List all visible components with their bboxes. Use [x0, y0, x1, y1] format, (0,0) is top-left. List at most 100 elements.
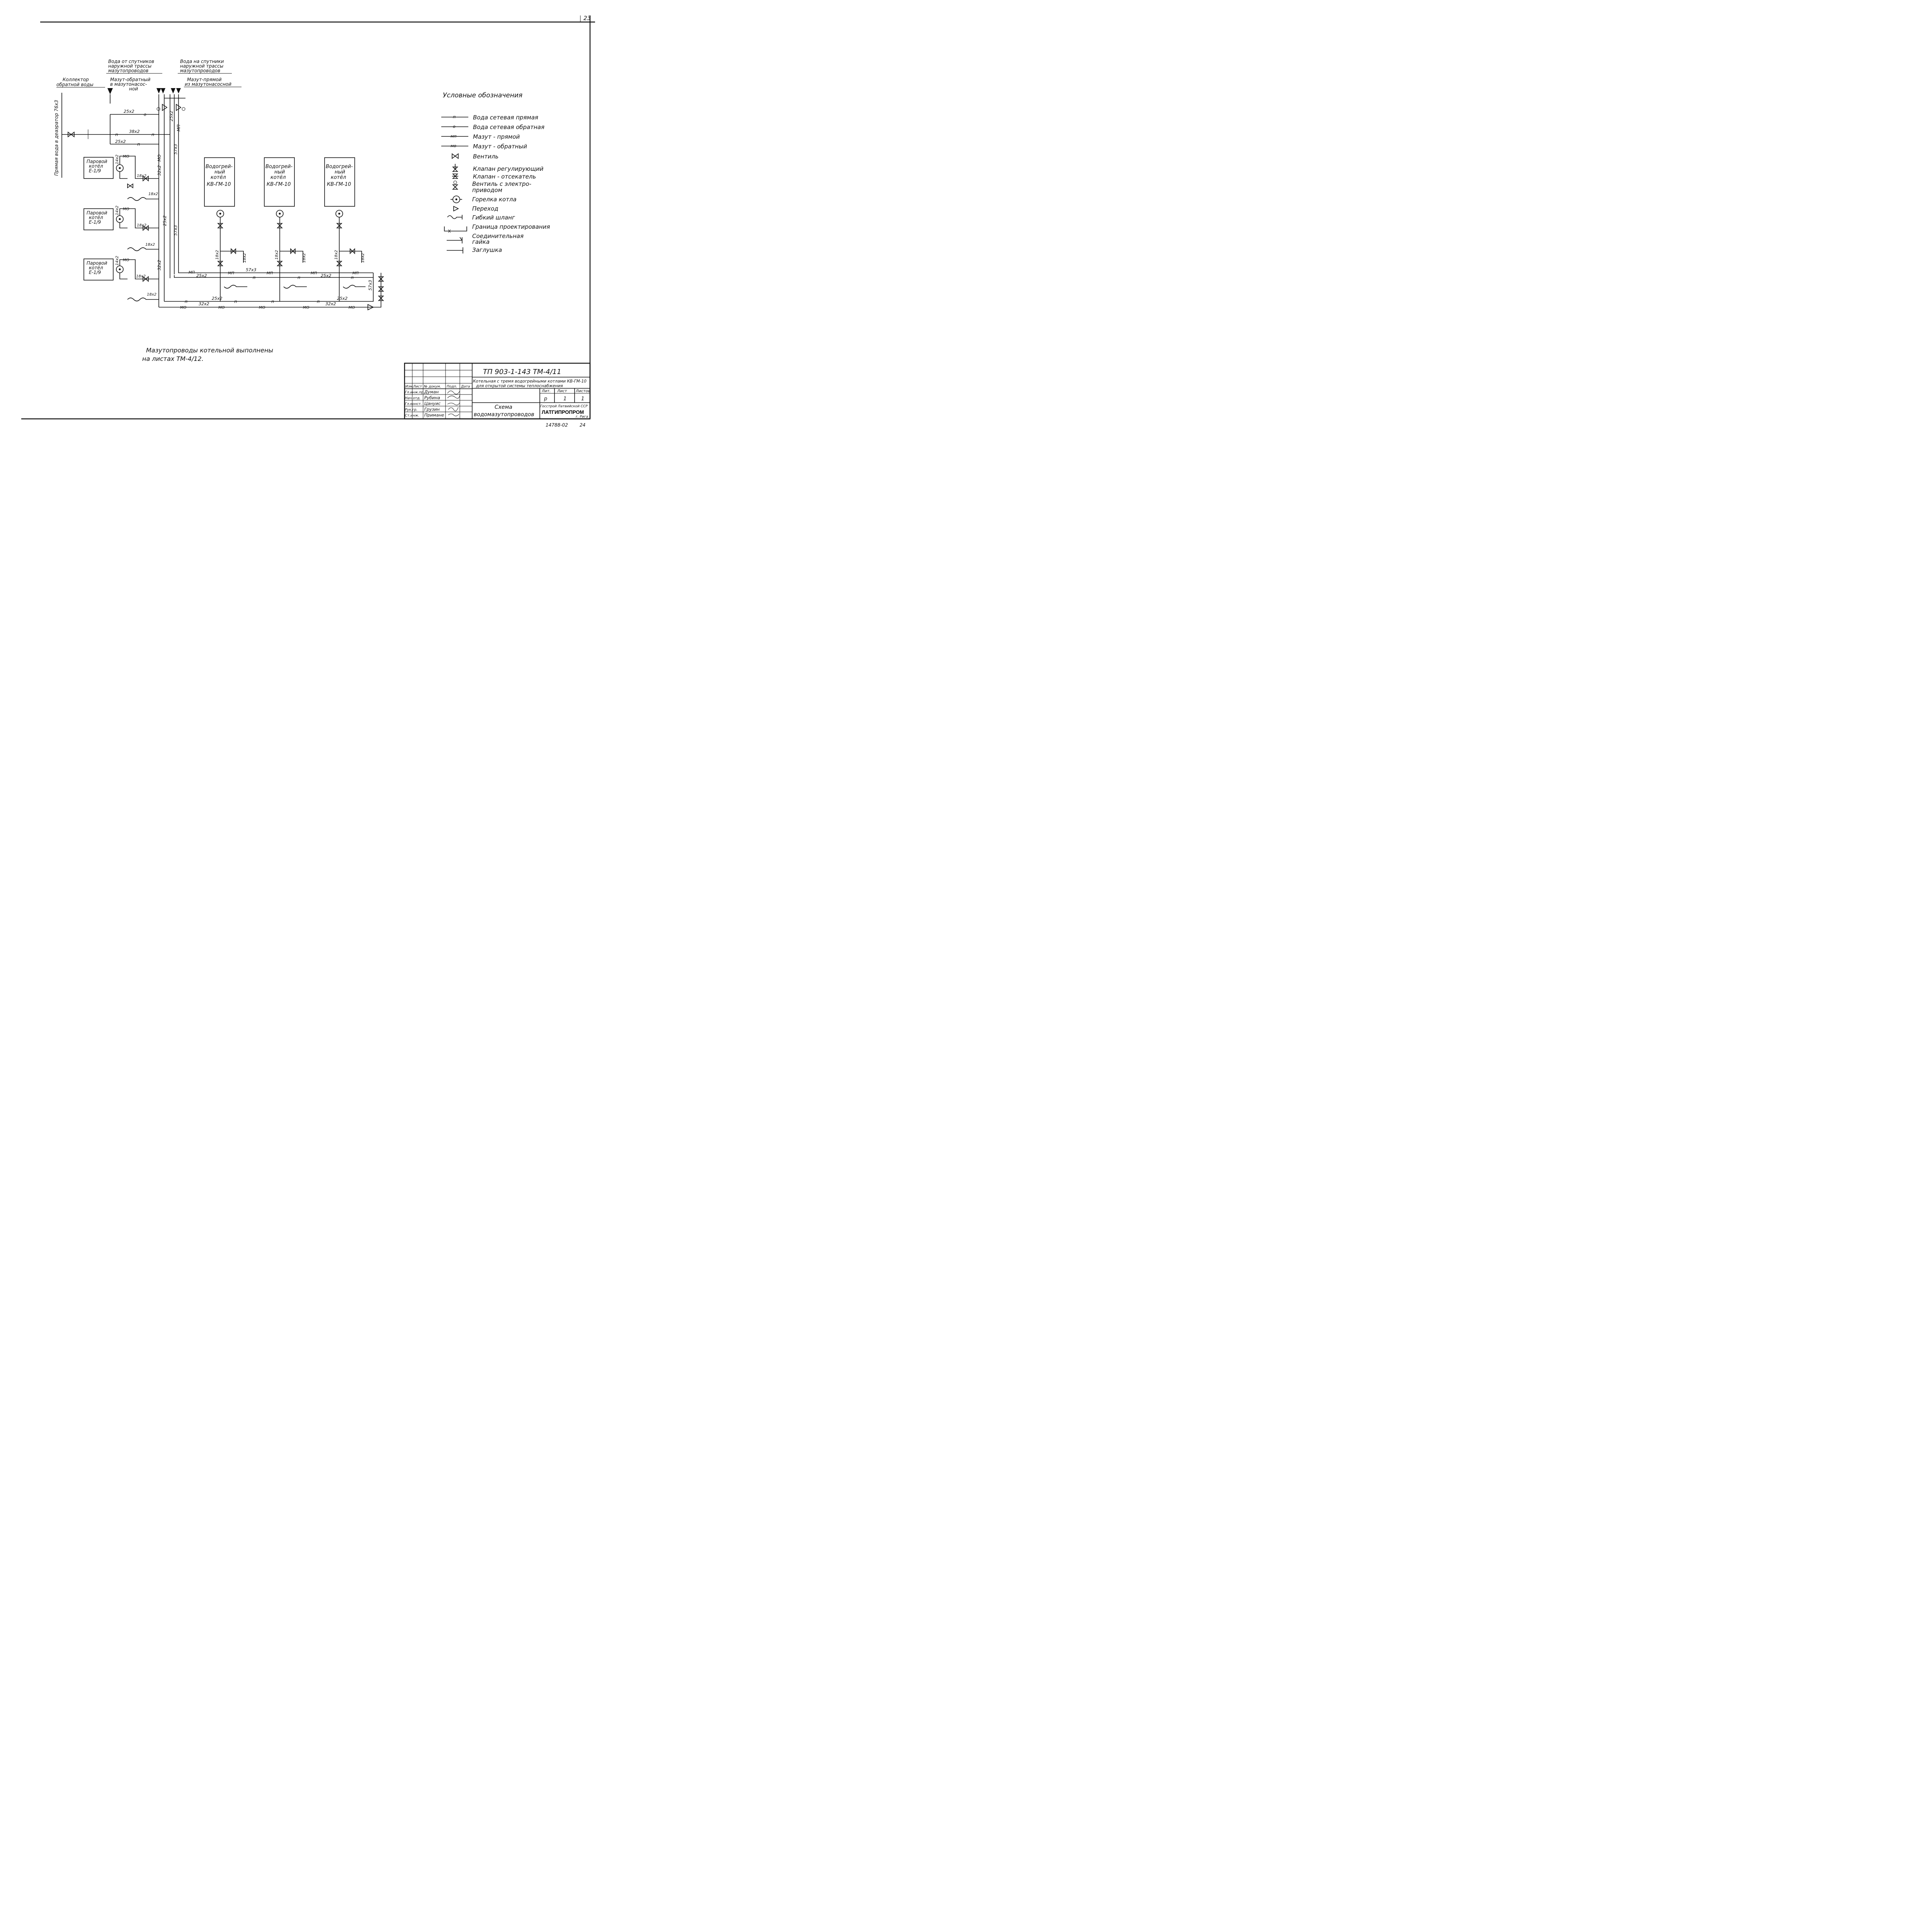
hose-connections: 18х2 18х2 18х2: [127, 192, 159, 301]
tb-desc-1: Котельная с тремя водогрейными котлами К…: [473, 379, 587, 384]
shutoff-valve-icon: [452, 173, 458, 179]
tb-desc-2: для открытой системы теплоснабжения: [476, 384, 563, 388]
legend-code-mo: мо: [451, 143, 456, 148]
signatures: [447, 391, 460, 417]
legend-code-o: о: [453, 124, 456, 129]
steam-boiler-1: Паровой котёл Е-1/9 14х2 МО 18х2: [83, 155, 159, 189]
hdr-25x2-1: 25х2: [196, 273, 207, 278]
water-boiler-3-line1: Водогрей-: [326, 164, 353, 170]
water-to-label-1: Вода на спутники: [180, 59, 224, 64]
water-boiler-3: Водогрей- ный котёл КВ-ГМ-10 18х2 18х2: [324, 157, 366, 301]
mazut-return-label-2: в мазутонасос-: [110, 82, 147, 87]
electric-valve-icon: [452, 180, 458, 190]
tb-role-5: Ст.инж.: [405, 414, 419, 418]
archive-code: 14788-02: [546, 422, 568, 428]
label-p-b: п: [151, 132, 154, 137]
tb-hdr-izm: Изм.: [405, 385, 413, 389]
steam-boiler-1-line2: котёл: [89, 163, 103, 169]
tb-name-2: Рубина: [424, 395, 440, 400]
hdr-mo-1: МО: [180, 306, 187, 310]
legend-item-5: Вентиль: [473, 153, 498, 160]
steam-boiler-3: Паровой котёл Е-1/9 14х2 МО 18х2: [83, 256, 159, 282]
control-valve-icon: [452, 164, 458, 172]
hdr-p-5: п: [234, 299, 237, 304]
tb-sheet: 1: [563, 396, 566, 402]
steam-boiler-3-mo: МО: [123, 258, 129, 262]
water-boiler-1-line3: котёл: [211, 175, 226, 180]
steam-boiler-2-mo: МО: [123, 207, 129, 211]
tb-hdr-sign: Подп.: [447, 385, 457, 389]
water-boiler-2-line3: котёл: [270, 175, 286, 180]
label-o-a: о: [144, 112, 146, 117]
steam-boiler-2-18x2: 18х2: [137, 223, 146, 228]
tb-sheet-header: Лист: [557, 389, 568, 393]
water-boiler-1: Водогрей- ный котёл КВ-ГМ-10 18х2 18х2: [204, 157, 247, 301]
label-25x2-b: 25х2: [115, 139, 126, 144]
water-boiler-1-line2: ный: [214, 169, 225, 175]
legend-item-3: Мазут - прямой: [473, 133, 520, 140]
hdr-p-4: п: [185, 299, 187, 304]
label-25x2-riser-b: 25х2: [162, 215, 167, 226]
tb-name-1: Думан: [424, 389, 439, 395]
tb-role-2: Нач.отд.: [405, 396, 420, 400]
water-from-label-3: мазутопроводов: [108, 68, 148, 73]
tb-role-4: Рук.гр.: [405, 408, 417, 412]
legend: Условные обозначения п Вода сетевая прям…: [441, 92, 550, 253]
water-to-label-2: наружной трассы: [180, 63, 223, 69]
water-from-label-2: наружной трассы: [108, 63, 151, 69]
legend-item-8b: приводом: [472, 187, 502, 194]
hdr-mo-5: МО: [349, 306, 355, 310]
hose-1-label: 18х2: [148, 192, 158, 196]
source-labels: Коллектор обратной воды Вода от спутнико…: [54, 59, 242, 176]
mazut-return-label-3: ной: [129, 86, 138, 92]
water-boiler-2-line2: ный: [274, 169, 285, 175]
label-57x3-riser-b: 57х3: [173, 225, 178, 236]
flow-arrows: [107, 88, 181, 104]
water-boiler-3-18x2-b: 18х2: [361, 253, 365, 263]
water-boiler-1-18x2-b: 18х2: [243, 253, 247, 263]
note-line-2: на листах ТМ-4/12.: [142, 355, 204, 362]
legend-item-10: Переход: [472, 205, 498, 212]
tb-org-2: ЛАТГИПРОПРОМ: [542, 409, 584, 415]
water-boiler-1-line4: КВ-ГМ-10: [207, 182, 231, 187]
hdr-mo-2: МО: [218, 306, 225, 310]
mazut-direct-label-1: Мазут-прямой: [187, 77, 222, 82]
hdr-p-1: п: [253, 275, 255, 280]
arrow-collector: [107, 88, 113, 94]
tb-name-4: Грузин: [424, 407, 440, 412]
hdr-p-3: п: [351, 275, 354, 280]
steam-boiler-2-line3: Е-1/9: [89, 219, 101, 225]
water-boiler-1-18x2: 18х2: [215, 250, 219, 260]
arrow-mazut-return: [156, 88, 161, 94]
hdr-p-6: п: [271, 299, 274, 304]
legend-code-p: п: [453, 114, 456, 119]
legend-item-14: Заглушка: [472, 247, 502, 253]
tb-lit: р: [544, 396, 547, 402]
drawing-sheet: 23 Коллектор обратной воды Вода от спутн…: [21, 15, 595, 428]
tb-hdr-date: Дата: [461, 385, 470, 389]
tb-lit-header: Лит.: [541, 389, 551, 393]
tb-hdr-doc: № докум.: [423, 385, 441, 389]
tb-hdr-list: Лист: [413, 385, 422, 389]
mazut-direct-label-2: из мазутонасосной: [185, 82, 231, 87]
collector-label-2: обратной воды: [56, 82, 94, 87]
water-boiler-3-line4: КВ-ГМ-10: [327, 182, 351, 187]
tb-drawing-title-1: Схема: [495, 404, 512, 410]
legend-item-4: Мазут - обратный: [473, 143, 527, 150]
hose-icon: [447, 215, 463, 219]
water-boiler-3-line3: котёл: [331, 175, 346, 180]
hdr-mp-3: МП: [267, 271, 273, 276]
hdr-mp-2: МП: [228, 271, 235, 276]
steam-boiler-2-line2: котёл: [89, 215, 103, 220]
hdr-32x2-1: 32х2: [199, 301, 209, 306]
tb-code: ТП 903-1-143 ТМ-4/11: [483, 368, 561, 376]
reducer-icon: [453, 206, 459, 212]
legend-item-1: Вода сетевая прямая: [473, 114, 538, 121]
tb-role-1: Гл.инж.пр.: [405, 391, 425, 395]
label-32x2-riser-a: 32х2: [157, 165, 162, 176]
burner-icon: [451, 196, 462, 203]
steam-boiler-3-line1: Паровой: [87, 260, 107, 266]
legend-item-13b: гайка: [472, 238, 490, 245]
label-p-c: п: [137, 142, 140, 147]
hdr-25x2-2: 25х2: [321, 273, 332, 278]
